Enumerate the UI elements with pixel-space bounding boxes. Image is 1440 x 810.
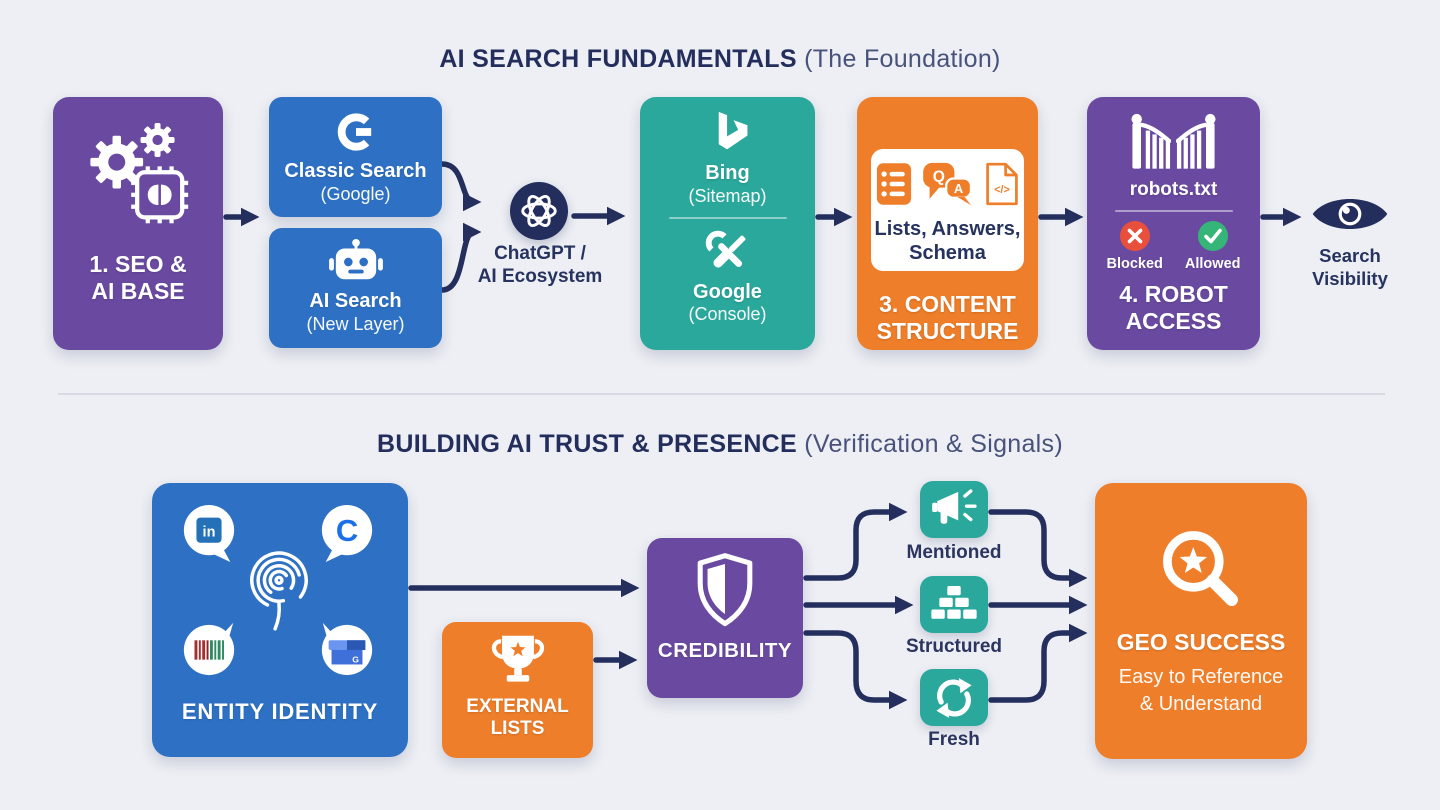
gears-chip-icon [90, 123, 189, 224]
mentioned-tile [920, 481, 988, 538]
crunchbase-bubble-icon: C [321, 505, 373, 563]
shield-icon [697, 553, 753, 627]
bing-label: Bing [705, 162, 750, 184]
gates-icon [1131, 111, 1216, 173]
bing-sub: (Sitemap) [688, 185, 767, 206]
content-structure-label: 3. CONTENT STRUCTURE [876, 291, 1019, 345]
google-business-bubble-icon: G [321, 622, 373, 676]
credibility-label: CREDIBILITY [657, 639, 793, 662]
mentioned-label: Mentioned [906, 542, 1002, 563]
search-star-icon [1163, 531, 1238, 607]
google-console-sub: (Console) [688, 304, 767, 325]
svg-text:A: A [953, 181, 962, 196]
robot-icon [328, 238, 383, 280]
ai-search-label: AI Search [309, 290, 402, 312]
blocked-item: Blocked [1106, 220, 1163, 273]
classic-search-label: Classic Search [284, 160, 427, 182]
eye-icon [1312, 199, 1388, 229]
content-card-text: Lists, Answers, Schema [874, 218, 1021, 264]
external-lists-label: EXTERNAL LISTS [466, 696, 569, 740]
section2-title-main: BUILDING AI TRUST & PRESENCE [377, 430, 798, 458]
bing-icon [718, 111, 747, 150]
classic-search-sub: (Google) [320, 183, 391, 204]
ai-search-box: AI Search (New Layer) [269, 228, 442, 348]
svg-text:C: C [336, 513, 358, 548]
blocked-allowed-row: Blocked Allowed [1106, 220, 1241, 273]
refresh-icon [936, 677, 972, 718]
robots-txt-label: robots.txt [1129, 179, 1218, 200]
arrow-classic-to-chatgpt [439, 161, 482, 212]
structured-tile [920, 576, 988, 633]
ai-search-sub: (New Layer) [306, 313, 405, 334]
list-icon [876, 163, 911, 205]
linkedin-bubble-icon: in [183, 505, 235, 563]
svg-text:Q: Q [932, 169, 944, 186]
barcode-bubble-icon [183, 622, 235, 676]
trophy-icon [491, 635, 544, 682]
bricks-icon [931, 586, 977, 619]
entity-identity-label: ENTITY IDENTITY [181, 699, 379, 724]
allowed-check-icon [1197, 221, 1228, 252]
svg-text:G: G [352, 655, 359, 665]
content-card-icons: Q A </> [876, 161, 1020, 207]
section1-title-suffix: (The Foundation) [796, 45, 1001, 73]
section1-title-main: AI SEARCH FUNDAMENTALS [439, 45, 797, 73]
seo-ai-base-box: 1. SEO & AI BASE [53, 97, 223, 350]
classic-search-box: Classic Search (Google) [269, 97, 442, 217]
search-visibility-node: Search Visibility [1292, 189, 1408, 290]
svg-text:in: in [203, 524, 216, 540]
credibility-box: CREDIBILITY [647, 538, 803, 698]
section-divider [58, 393, 1385, 395]
fresh-tile [920, 669, 988, 726]
fresh-label: Fresh [928, 729, 980, 750]
google-console-label: Google [693, 280, 762, 303]
schema-code-icon: </> [985, 162, 1018, 206]
entity-identity-box: in C [152, 483, 408, 757]
content-structure-box: Q A </> Lists, Answers, Schema 3. CONTEN… [857, 97, 1038, 350]
section2-title-suffix: (Verification & Signals) [797, 430, 1063, 458]
fingerprint-icon [250, 551, 308, 631]
bing-google-divider [668, 216, 787, 219]
section2-title: BUILDING AI TRUST & PRESENCE (Verificati… [0, 430, 1440, 459]
seo-ai-base-label: 1. SEO & AI BASE [89, 251, 187, 305]
structured-label: Structured [905, 636, 1003, 657]
megaphone-icon [932, 489, 977, 524]
geo-success-title: GEO SUCCESS [1116, 629, 1286, 655]
section1-title: AI SEARCH FUNDAMENTALS (The Foundation) [0, 45, 1440, 74]
google-g-icon [337, 113, 371, 151]
robot-access-label: 4. ROBOT ACCESS [1119, 280, 1228, 334]
tools-icon [705, 230, 745, 268]
chatgpt-label: ChatGPT / AI Ecosystem [477, 243, 603, 288]
bing-google-box: Bing (Sitemap) Google (Console) [640, 97, 815, 350]
geo-success-subtitle: Easy to Reference & Understand [1118, 666, 1284, 716]
search-visibility-label: Search Visibility [1312, 245, 1388, 290]
blocked-label: Blocked [1106, 256, 1163, 273]
question-answer-icon: Q A [922, 162, 972, 206]
allowed-item: Allowed [1185, 220, 1241, 273]
geo-success-box: GEO SUCCESS Easy to Reference & Understa… [1095, 483, 1307, 759]
chatgpt-icon [510, 182, 568, 240]
svg-text:</>: </> [994, 184, 1010, 196]
robot-access-divider [1114, 210, 1233, 213]
blocked-x-icon [1119, 221, 1150, 252]
allowed-label: Allowed [1184, 256, 1241, 273]
content-card: Q A </> Lists, Answers, Schema [871, 149, 1024, 271]
robot-access-box: robots.txt Blocked Allowed 4. ROBOT ACCE… [1087, 97, 1260, 350]
external-lists-box: EXTERNAL LISTS [442, 622, 593, 758]
